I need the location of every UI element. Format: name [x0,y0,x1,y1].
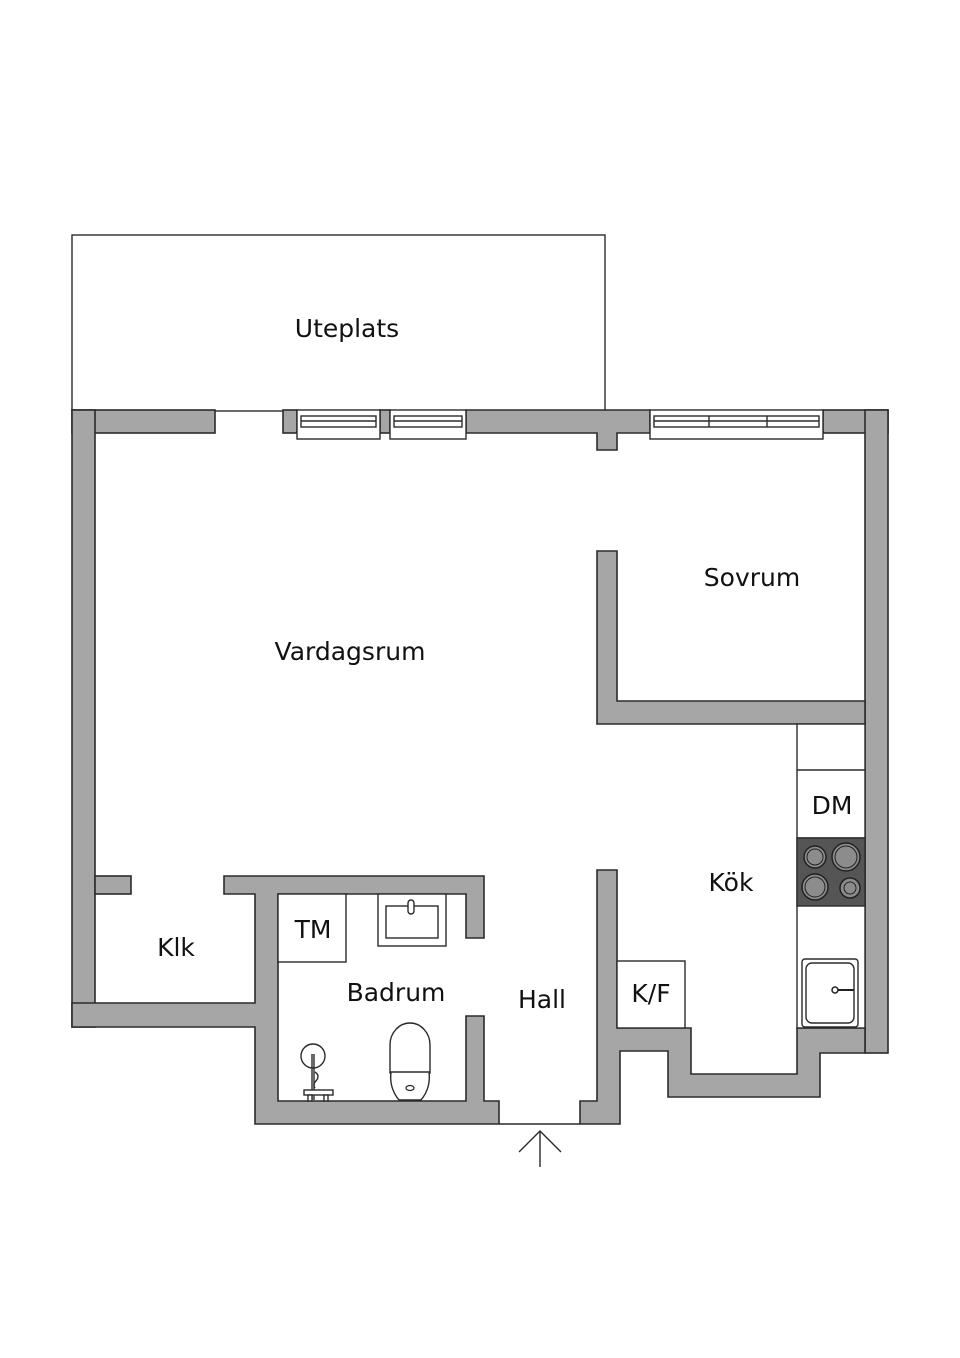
fridge-freezer [616,960,686,1029]
fixture-label-tm: TM [294,915,332,944]
wall-klk-stub [94,875,132,895]
room-label-sovrum: Sovrum [704,563,800,592]
fixture-label-kf: K/F [631,979,670,1008]
wall-badrum [71,875,500,1125]
wall-left [71,409,96,1028]
room-label-kok: Kök [709,868,754,897]
wall-right [864,409,889,1054]
entrance-arrow-icon [518,1130,562,1167]
kitchen-sink-icon [801,958,859,1028]
stove-burners-icon [796,837,866,907]
wall-sovrum [596,550,866,725]
window-1 [296,409,381,440]
room-label-uteplats: Uteplats [295,314,399,343]
wall-top-middle [465,409,651,451]
washing-machine [277,893,347,963]
toilet-icon [389,1022,431,1101]
room-label-klk: Klk [157,933,195,962]
shower-icon [300,1043,334,1102]
room-label-hall: Hall [518,985,566,1014]
window-2 [389,409,467,440]
wall-top-pier-2 [379,409,391,434]
wall-top-pier-1 [282,409,298,434]
window-3 [649,409,824,440]
room-label-badrum: Badrum [347,978,446,1007]
room-label-vardagsrum: Vardagsrum [275,637,426,666]
bathroom-sink-icon [377,893,447,947]
fixture-label-dm: DM [812,791,853,820]
